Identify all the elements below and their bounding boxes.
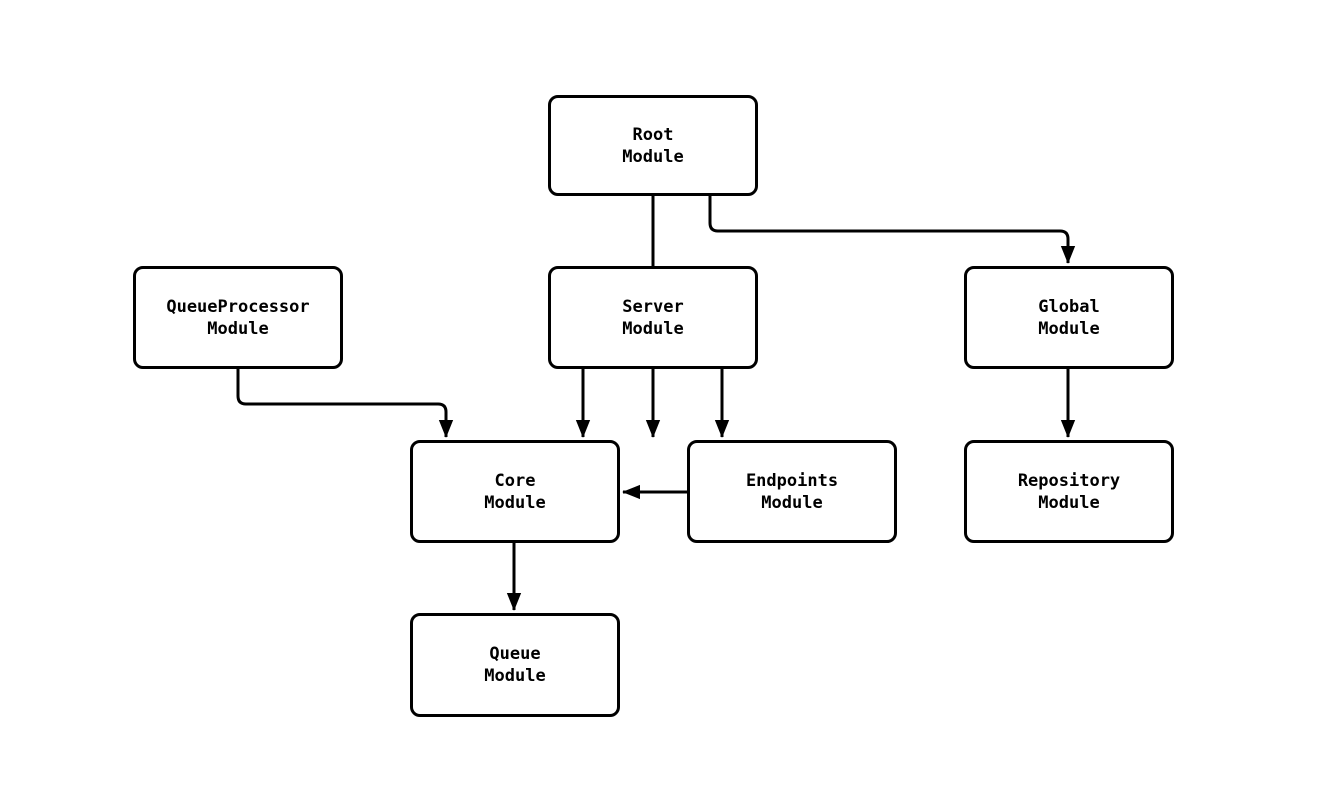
node-server-module-label: Server Module bbox=[622, 296, 684, 339]
node-endpoints-module-label: Endpoints Module bbox=[745, 470, 839, 513]
node-root-module[interactable]: Root Module bbox=[548, 95, 758, 196]
edge-root-to-global bbox=[708, 196, 1076, 264]
node-global-module[interactable]: Global Module bbox=[964, 266, 1174, 369]
node-core-module-label: Core Module bbox=[484, 470, 546, 513]
edge-queueprocessor-to-core bbox=[236, 369, 454, 438]
node-repository-module-label: Repository Module bbox=[1017, 470, 1121, 513]
node-queueprocessor-module[interactable]: QueueProcessor Module bbox=[133, 266, 343, 369]
node-endpoints-module[interactable]: Endpoints Module bbox=[687, 440, 897, 543]
node-queue-module[interactable]: Queue Module bbox=[410, 613, 620, 717]
node-repository-module[interactable]: Repository Module bbox=[964, 440, 1174, 543]
node-queueprocessor-module-label: QueueProcessor Module bbox=[166, 296, 310, 339]
node-server-module[interactable]: Server Module bbox=[548, 266, 758, 369]
node-queue-module-label: Queue Module bbox=[484, 644, 546, 686]
node-root-module-label: Root Module bbox=[622, 124, 684, 167]
node-global-module-label: Global Module bbox=[1038, 296, 1100, 339]
node-core-module[interactable]: Core Module bbox=[410, 440, 620, 543]
